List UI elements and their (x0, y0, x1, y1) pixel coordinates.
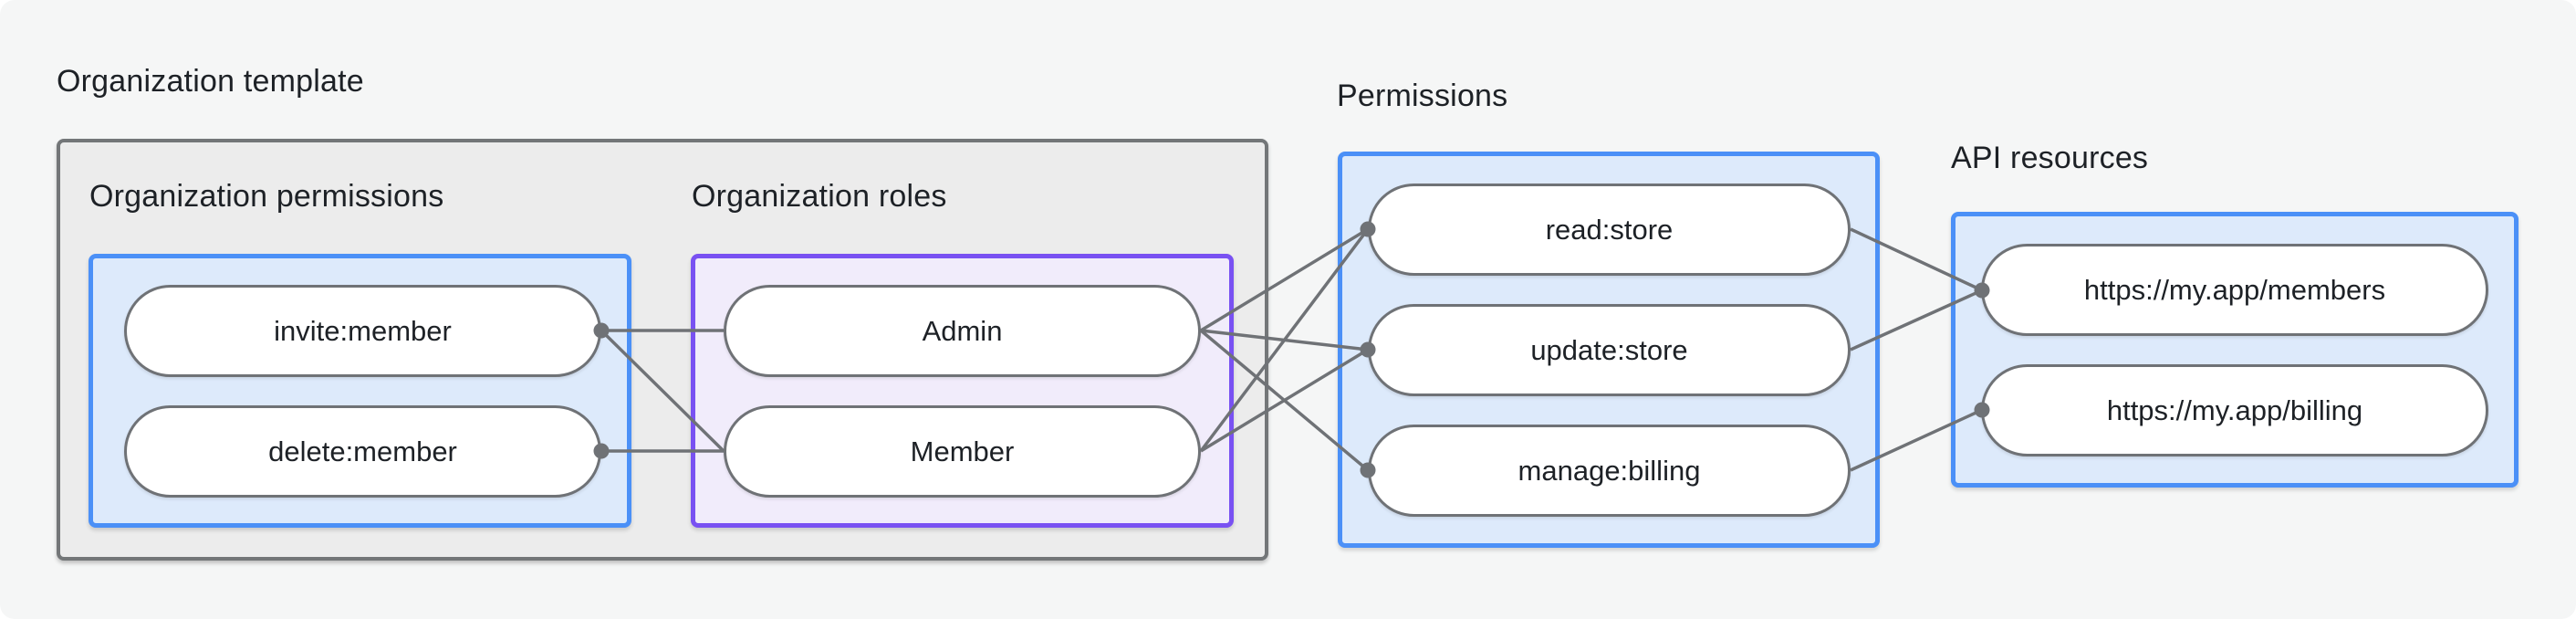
node-api-members: https://my.app/members (1981, 244, 2488, 336)
org-template-title: Organization template (57, 64, 364, 99)
node-admin-role-label: Admin (922, 314, 1003, 347)
api-resources-label: API resources (1951, 141, 2149, 175)
node-delete-member: delete:member (124, 405, 601, 498)
node-api-billing-label: https://my.app/billing (2106, 393, 2363, 426)
node-manage-billing-label: manage:billing (1517, 454, 1701, 487)
node-update-store-label: update:store (1530, 333, 1688, 366)
node-api-billing: https://my.app/billing (1981, 364, 2488, 456)
node-member-role: Member (724, 405, 1201, 498)
node-admin-role: Admin (724, 285, 1201, 377)
node-read-store-label: read:store (1545, 213, 1674, 246)
node-manage-billing: manage:billing (1368, 425, 1851, 517)
node-read-store: read:store (1368, 184, 1851, 276)
node-member-role-label: Member (910, 435, 1015, 467)
node-delete-member-label: delete:member (268, 435, 457, 467)
node-update-store: update:store (1368, 304, 1851, 396)
org-roles-label: Organization roles (692, 179, 947, 214)
node-invite-member-label: invite:member (274, 314, 452, 347)
permissions-label: Permissions (1337, 79, 1508, 113)
org-permissions-label: Organization permissions (89, 179, 444, 214)
node-invite-member: invite:member (124, 285, 601, 377)
node-api-members-label: https://my.app/members (2083, 273, 2386, 306)
